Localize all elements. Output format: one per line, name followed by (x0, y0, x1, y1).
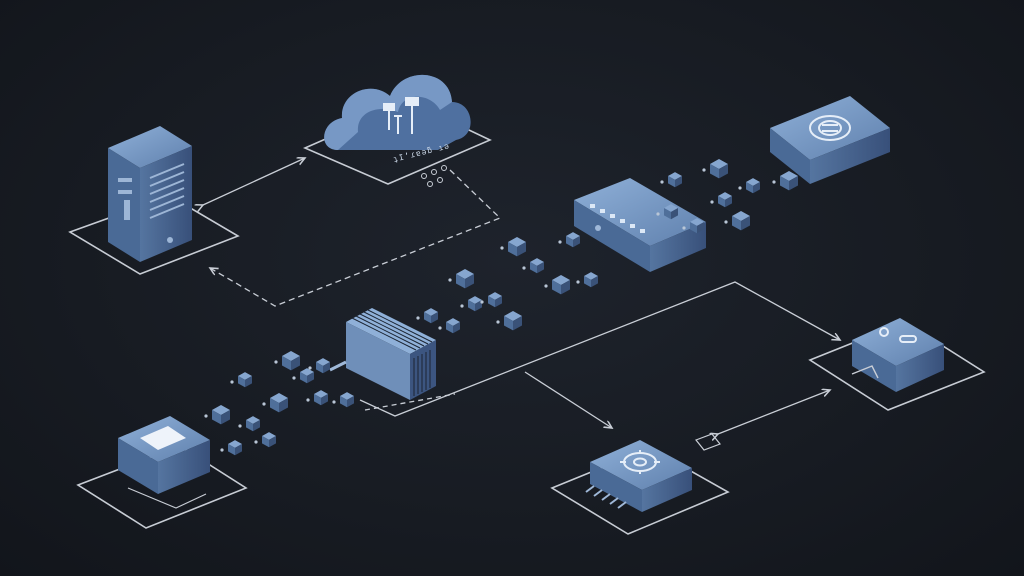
link-gateway-dash (364, 393, 456, 411)
switch-center[interactable] (574, 178, 706, 272)
cloud-node[interactable]: ʇIʼɾɐǝƃ ıǝ (324, 74, 471, 187)
packet-dot (204, 414, 208, 418)
packet-dot (576, 280, 580, 284)
packet-cube (438, 318, 460, 334)
packet-cube (262, 393, 288, 413)
packet-cube (702, 159, 728, 179)
packet-cube (710, 192, 732, 208)
packet-cube (308, 358, 330, 374)
switch-icon (590, 204, 645, 233)
target-icon (620, 450, 660, 474)
packet-dot (772, 180, 776, 184)
sensor-right[interactable] (851, 318, 944, 392)
link-hub-sensor (718, 390, 830, 434)
packet-cubes (204, 159, 798, 456)
packet-cube (254, 432, 276, 448)
packet-dot (438, 326, 442, 330)
packet-cube (576, 272, 598, 288)
packet-dot (220, 448, 224, 452)
packet-dot (306, 398, 310, 402)
packet-dot (254, 440, 258, 444)
server-icon (118, 163, 185, 243)
packet-cube (480, 292, 502, 308)
packet-cube (738, 178, 760, 194)
link-cloud-switch (210, 169, 502, 307)
packet-dot (682, 226, 686, 230)
packet-dot (308, 366, 312, 370)
packet-cube (558, 232, 580, 248)
packet-dot (558, 240, 562, 244)
packet-cube (238, 416, 260, 432)
packet-dot (480, 300, 484, 304)
gateway-module[interactable] (329, 308, 436, 400)
packet-dot (332, 400, 336, 404)
packet-dot (500, 246, 504, 250)
packet-cube (772, 171, 798, 191)
packet-cube (204, 405, 230, 425)
packet-cube (682, 218, 704, 234)
packet-cube (274, 351, 300, 371)
sync-icon (809, 115, 851, 141)
packet-cube (500, 237, 526, 257)
packet-cube (724, 211, 750, 231)
packet-dot (656, 212, 660, 216)
packet-cube (460, 296, 482, 312)
packet-dot (292, 376, 296, 380)
packet-cube (230, 372, 252, 388)
packet-dot (738, 186, 742, 190)
packet-cube (306, 390, 328, 406)
hub-port-icon (695, 433, 721, 451)
packet-cube (448, 269, 474, 289)
chip-icon (351, 309, 433, 396)
packet-dot (262, 402, 266, 406)
packet-dot (238, 424, 242, 428)
sensor-cable (851, 365, 879, 379)
packet-cube (522, 258, 544, 274)
terminal-bottom-left[interactable] (118, 416, 210, 509)
packet-dot (710, 200, 714, 204)
hub-bottom-center[interactable] (585, 433, 721, 512)
packet-cube (656, 204, 678, 220)
cloud-ports (421, 165, 447, 187)
packet-cube (544, 275, 570, 295)
router-top-right[interactable] (770, 96, 890, 184)
connectors (203, 158, 840, 434)
packet-dot (522, 266, 526, 270)
server-tower[interactable] (108, 126, 192, 262)
link-gateway-hub (524, 371, 612, 428)
packet-dot (416, 316, 420, 320)
packet-dot (544, 284, 548, 288)
packet-dot (448, 278, 452, 282)
packet-cube (496, 311, 522, 331)
packet-cube (220, 440, 242, 456)
cloud-upload-icon (383, 97, 419, 134)
packet-dot (274, 360, 278, 364)
link-server-cloud (203, 158, 305, 205)
packet-cube (660, 172, 682, 188)
hub-pins (585, 485, 627, 509)
terminal-icon (140, 426, 186, 450)
packet-cube (332, 392, 354, 408)
packet-dot (724, 220, 728, 224)
packet-dot (702, 168, 706, 172)
packet-cube (416, 308, 438, 324)
packet-dot (230, 380, 234, 384)
packet-dot (460, 304, 464, 308)
packet-dot (660, 180, 664, 184)
packet-cube (292, 368, 314, 384)
sensor-icon (879, 327, 917, 343)
packet-dot (496, 320, 500, 324)
